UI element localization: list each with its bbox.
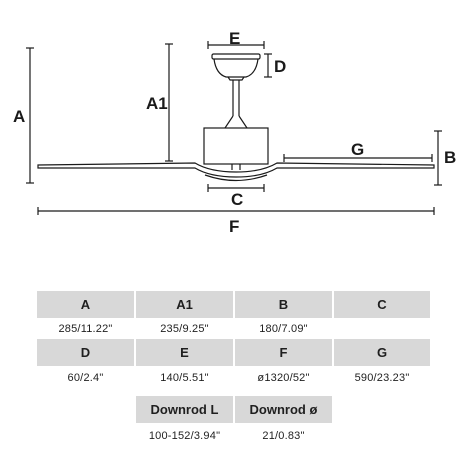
- label-d: D: [274, 57, 286, 76]
- canopy: [211, 53, 261, 81]
- dimension-f-line: [37, 207, 435, 215]
- table-cell: ø1320/52": [257, 372, 310, 384]
- table-header: A1: [136, 291, 233, 318]
- label-g: G: [351, 140, 364, 159]
- label-f: F: [229, 217, 239, 236]
- table-cell: 21/0.83": [262, 430, 305, 442]
- dimension-d-line: [264, 53, 272, 78]
- table-header: Downrod ø: [235, 396, 332, 423]
- table-header: D: [37, 339, 134, 366]
- dimension-e-line: [207, 41, 265, 49]
- table-cell: 285/11.22": [58, 323, 113, 335]
- table-cell: 235/9.25": [160, 323, 209, 335]
- table-cell: 140/5.51": [160, 372, 209, 384]
- label-b: B: [444, 148, 456, 167]
- table-header: Downrod L: [136, 396, 233, 423]
- table-header: B: [235, 291, 332, 318]
- dimension-b-line: [434, 130, 442, 186]
- ceiling-fan-dimension-diagram: A A1 E D G B C F: [13, 29, 456, 236]
- dimension-a-line: [26, 47, 34, 184]
- table-header: F: [235, 339, 332, 366]
- label-a: A: [13, 107, 25, 126]
- table-cell: 180/7.09": [259, 323, 308, 335]
- table-header: A: [37, 291, 134, 318]
- dimension-c-line: [207, 184, 265, 192]
- table-header: C: [334, 291, 430, 318]
- table-cell: 590/23.23": [354, 372, 410, 384]
- fan-blades: [37, 162, 435, 182]
- dimension-g-line: [283, 154, 433, 162]
- label-a1: A1: [146, 94, 168, 113]
- table-header: G: [334, 339, 430, 366]
- label-c: C: [231, 190, 243, 209]
- table-cell: 60/2.4": [67, 372, 104, 384]
- table-header: E: [136, 339, 233, 366]
- label-e: E: [229, 29, 240, 48]
- downrod: [224, 80, 248, 129]
- table-cell: 100-152/3.94": [148, 430, 221, 442]
- table-cell: [334, 321, 430, 337]
- motor-housing: [203, 127, 269, 165]
- dimension-a1-line: [165, 43, 173, 162]
